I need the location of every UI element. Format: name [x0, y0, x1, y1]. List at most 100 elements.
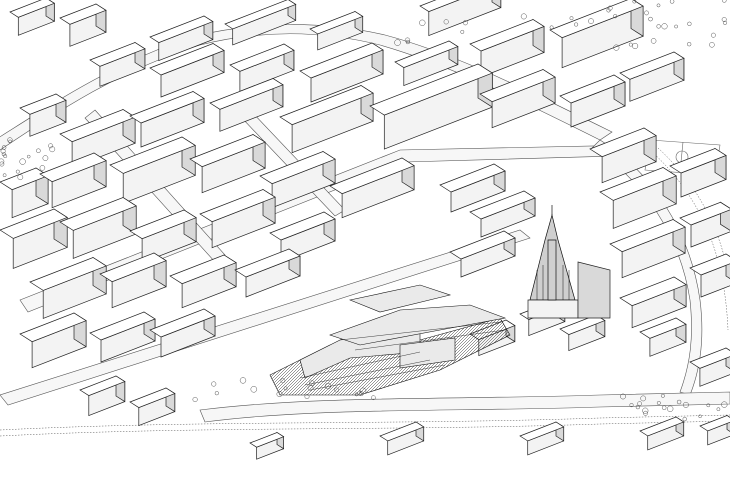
tree — [721, 401, 728, 408]
tree — [632, 42, 639, 50]
tree — [250, 386, 258, 393]
tree — [549, 25, 554, 30]
tree — [26, 154, 31, 159]
building-block — [369, 63, 494, 150]
tree — [359, 387, 367, 395]
building-block — [259, 150, 336, 209]
building-block — [59, 196, 137, 259]
building-block — [469, 18, 545, 78]
tree — [283, 386, 288, 391]
building-block — [559, 314, 606, 352]
tree — [39, 165, 46, 171]
lower-diagonal-street — [0, 229, 531, 406]
tree — [214, 391, 219, 396]
building-block — [224, 0, 297, 46]
tree — [635, 404, 641, 410]
building-block — [59, 3, 107, 47]
building-block — [449, 230, 516, 278]
tree — [211, 381, 217, 387]
tree — [2, 173, 7, 178]
tree — [394, 39, 401, 46]
tree — [354, 392, 359, 397]
building-block — [109, 136, 196, 204]
tree — [613, 14, 618, 19]
tree — [698, 414, 702, 419]
tree — [721, 17, 727, 22]
highlighted-redevelopment-block — [269, 284, 511, 396]
building-block — [639, 416, 685, 451]
tree — [682, 401, 689, 408]
building-block — [99, 252, 167, 309]
tree — [0, 161, 5, 167]
building-block — [269, 211, 336, 263]
building-block — [519, 421, 565, 456]
tree — [48, 143, 54, 149]
tree — [462, 20, 468, 26]
tree — [443, 19, 449, 25]
tree — [7, 137, 13, 143]
building-block — [129, 387, 176, 427]
building-block — [549, 0, 644, 69]
tree — [656, 401, 661, 405]
building-block — [79, 375, 126, 417]
building-block — [699, 414, 730, 446]
facade-grid — [299, 321, 506, 391]
building-block — [29, 256, 107, 319]
railway-corridor — [0, 147, 730, 437]
tree — [309, 380, 315, 386]
tree — [667, 405, 674, 412]
tree — [15, 169, 20, 174]
building-block — [279, 84, 374, 154]
building-block — [129, 209, 197, 264]
building-block — [149, 42, 225, 98]
tree — [682, 416, 687, 422]
building-block — [209, 77, 284, 132]
tree — [588, 18, 594, 24]
tree — [613, 44, 620, 51]
tree — [17, 174, 24, 181]
tree — [0, 148, 6, 154]
tree — [304, 394, 310, 400]
building-block — [589, 127, 657, 184]
tree — [674, 24, 678, 29]
tree — [419, 19, 426, 26]
tree — [687, 42, 692, 47]
tree — [676, 399, 682, 405]
building-block — [234, 248, 301, 298]
tree — [358, 391, 364, 397]
building-block — [169, 254, 237, 309]
tree — [644, 10, 649, 16]
building-block — [0, 167, 49, 219]
tree — [0, 158, 5, 165]
building-block — [39, 152, 107, 209]
building-block — [299, 42, 384, 103]
tree — [569, 16, 574, 21]
building-block — [9, 0, 56, 36]
building-block — [599, 166, 677, 229]
tree — [460, 29, 465, 34]
tree — [371, 395, 376, 401]
tree — [1, 145, 7, 150]
building-block — [419, 0, 502, 37]
tree — [324, 382, 332, 390]
building-block — [229, 43, 295, 92]
tree — [709, 42, 715, 48]
tree — [660, 393, 665, 398]
tree — [632, 0, 637, 4]
trees — [0, 0, 728, 422]
tree — [643, 410, 648, 416]
tree — [239, 377, 247, 384]
building-block — [639, 317, 687, 357]
tree — [722, 0, 727, 3]
tree — [620, 393, 626, 400]
tree — [49, 146, 56, 153]
building-block — [19, 93, 67, 137]
building-block — [19, 312, 87, 369]
building-block — [609, 218, 686, 279]
tree — [656, 3, 661, 8]
tree — [656, 24, 661, 29]
tree — [276, 391, 283, 398]
gothic-church — [527, 205, 611, 319]
building-block — [479, 68, 556, 129]
building-block — [439, 163, 506, 213]
